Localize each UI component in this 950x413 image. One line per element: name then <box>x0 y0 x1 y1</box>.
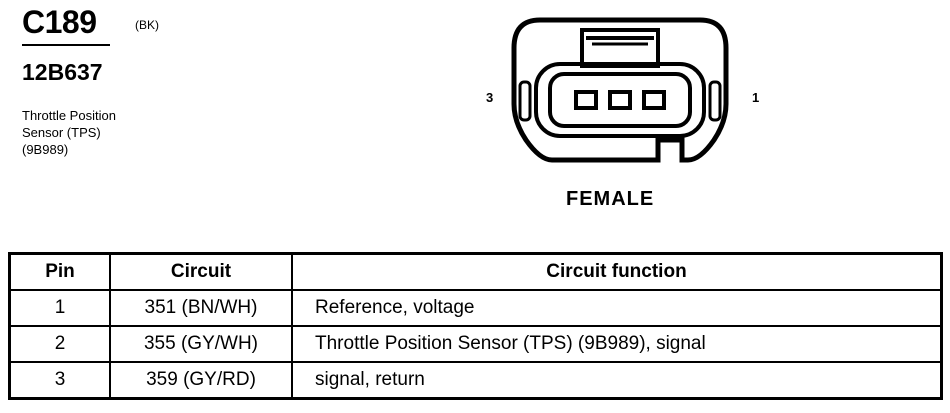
cell-function: Throttle Position Sensor (TPS) (9B989), … <box>291 325 943 363</box>
cell-function: Reference, voltage <box>291 289 943 327</box>
pin-label-left: 3 <box>486 90 494 105</box>
connector-id-underline <box>22 44 110 46</box>
side-key-right <box>708 80 722 122</box>
cell-pin: 3 <box>8 361 111 400</box>
cell-pin: 1 <box>8 289 111 327</box>
part-number: 12B637 <box>22 59 103 85</box>
pin-label-right: 1 <box>752 90 760 105</box>
cell-pin: 2 <box>8 325 111 363</box>
header-circuit-function: Circuit function <box>291 252 943 291</box>
description-line: Sensor (TPS) <box>22 125 101 140</box>
header-circuit: Circuit <box>109 252 293 291</box>
table-row: 2 355 (GY/WH) Throttle Position Sensor (… <box>8 325 943 363</box>
description-line: (9B989) <box>22 142 69 157</box>
side-key-left <box>518 80 532 122</box>
table-header-row: Pin Circuit Circuit function <box>8 252 943 291</box>
description-line: Throttle Position <box>22 108 116 123</box>
connector-face-diagram <box>511 17 729 163</box>
terminal-3 <box>574 90 598 110</box>
connector-color: (BK) <box>135 18 159 32</box>
connector-gender: FEMALE <box>566 188 655 210</box>
connector-id: C189 <box>22 4 97 40</box>
cell-circuit: 359 (GY/RD) <box>109 361 293 400</box>
cell-circuit: 351 (BN/WH) <box>109 289 293 327</box>
component-description: Throttle Position Sensor (TPS) (9B989) <box>22 107 116 158</box>
terminal-1 <box>642 90 666 110</box>
pinout-table: Pin Circuit Circuit function 1 351 (BN/W… <box>8 252 943 400</box>
cell-function: signal, return <box>291 361 943 400</box>
table-row: 3 359 (GY/RD) signal, return <box>8 361 943 400</box>
header-pin: Pin <box>8 252 111 291</box>
connector-housing-outline <box>511 17 729 163</box>
locking-tab <box>580 28 660 68</box>
cell-circuit: 355 (GY/WH) <box>109 325 293 363</box>
terminal-cavity <box>534 62 706 138</box>
terminal-2 <box>608 90 632 110</box>
table-row: 1 351 (BN/WH) Reference, voltage <box>8 289 943 327</box>
